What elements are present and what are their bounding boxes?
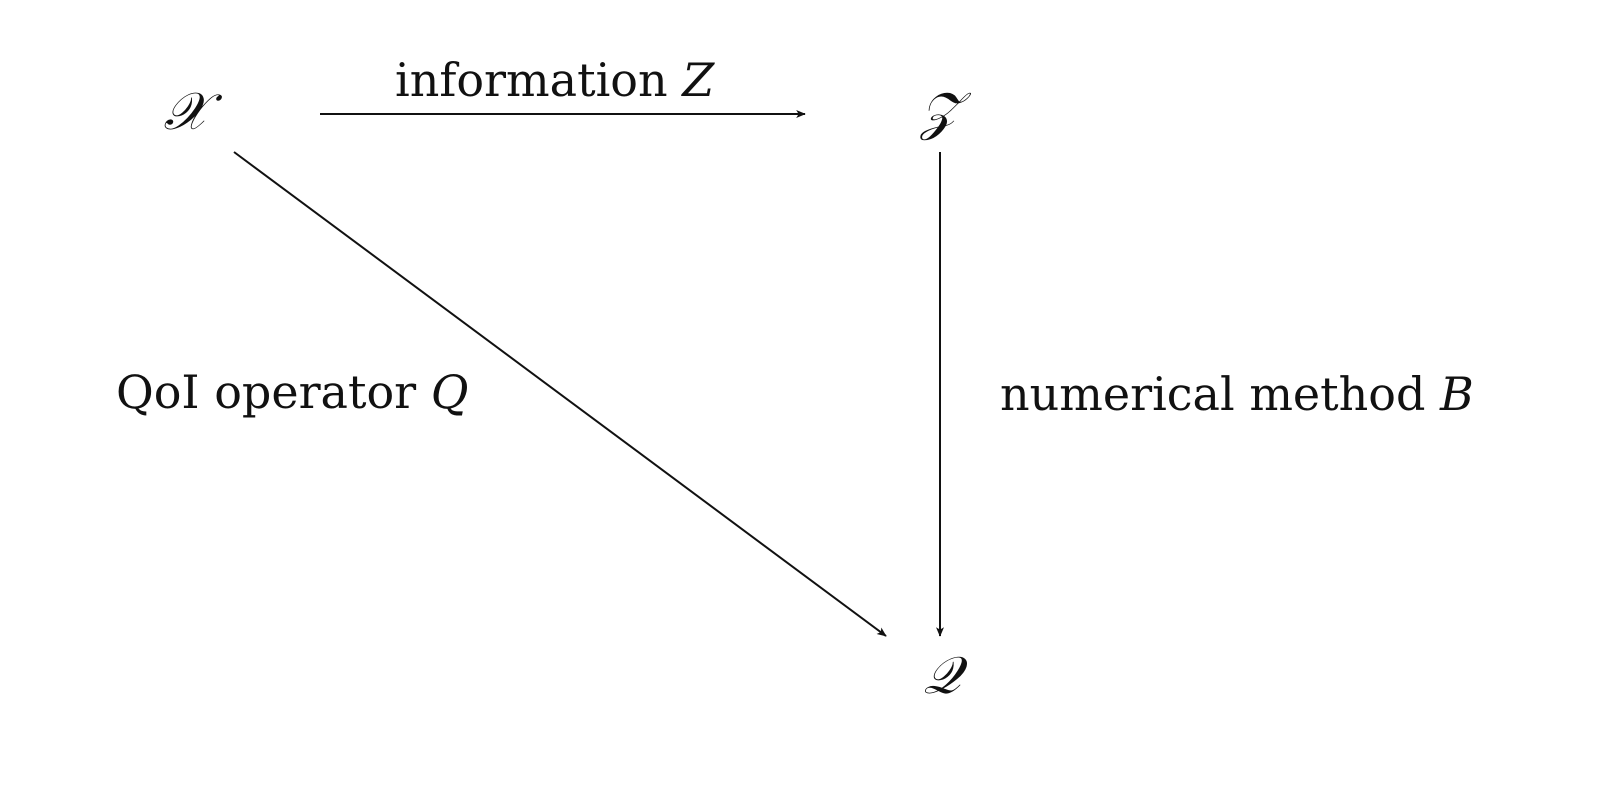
qoi-operator-symbol: Q [430,365,469,419]
edge-label-numerical-method: numerical method B [1000,371,1474,417]
edge-label-qoi-operator: QoI operator Q [116,369,469,415]
information-text: information [395,53,668,107]
node-z-space: 𝒵 [920,82,960,142]
qoi-operator-text: QoI operator [116,365,417,419]
information-symbol: Z [682,53,715,107]
arrow-x-to-q [233,151,887,637]
edge-label-information: information Z [395,57,714,103]
node-x-space: 𝒳 [163,82,209,142]
node-q-space: 𝒬 [923,646,961,706]
numerical-method-text: numerical method [1000,367,1426,421]
numerical-method-symbol: B [1440,367,1474,421]
